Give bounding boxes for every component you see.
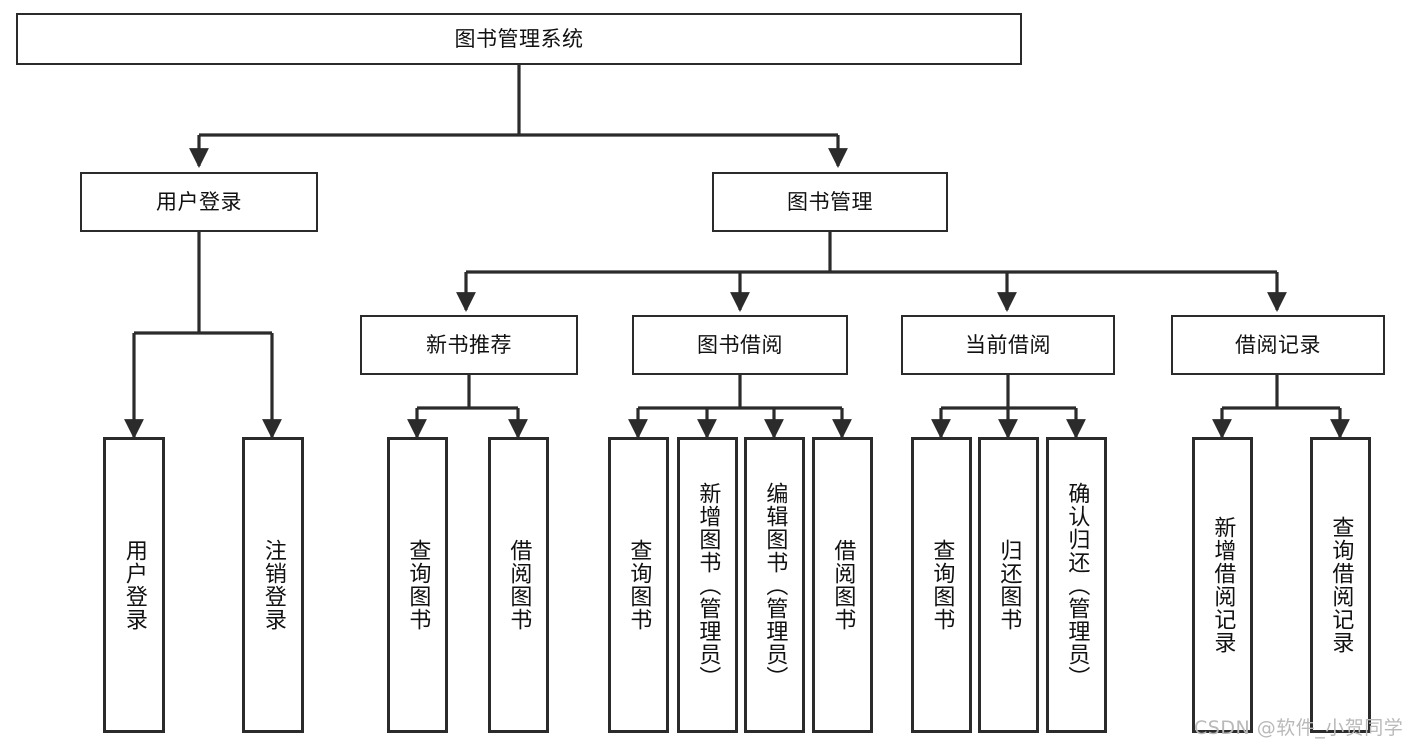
leaf-add-book[interactable]: 新增图书（管理员） [677,437,738,733]
node-book-borrow-label: 图书借阅 [697,332,783,357]
leaf-user-logout[interactable]: 注销登录 [242,437,304,733]
leaf-query-book-3-label: 查询图书 [929,539,955,631]
leaf-confirm-return-label: 确认归还（管理员） [1064,481,1090,689]
leaf-add-record[interactable]: 新增借阅记录 [1192,437,1253,733]
leaf-borrow-book-1-label: 借阅图书 [506,539,532,631]
leaf-return-book[interactable]: 归还图书 [978,437,1039,733]
leaf-query-record-label: 查询借阅记录 [1328,516,1354,654]
leaf-user-login-label: 用户登录 [121,539,147,631]
node-root-label: 图书管理系统 [454,26,584,51]
node-book-borrow[interactable]: 图书借阅 [632,315,848,375]
node-new-book-rec[interactable]: 新书推荐 [360,315,578,375]
node-current-borrow[interactable]: 当前借阅 [901,315,1115,375]
leaf-user-login[interactable]: 用户登录 [103,437,165,733]
node-root[interactable]: 图书管理系统 [16,13,1022,65]
leaf-confirm-return[interactable]: 确认归还（管理员） [1046,437,1107,733]
leaf-add-book-label: 新增图书（管理员） [695,481,721,689]
leaf-borrow-book-2[interactable]: 借阅图书 [812,437,873,733]
leaf-edit-book-label: 编辑图书（管理员） [762,481,788,689]
node-book-manage-label: 图书管理 [787,189,873,214]
node-borrow-record-label: 借阅记录 [1235,332,1321,357]
leaf-add-record-label: 新增借阅记录 [1210,516,1236,654]
leaf-query-book-2-label: 查询图书 [626,539,652,631]
leaf-query-record[interactable]: 查询借阅记录 [1310,437,1371,733]
node-new-book-rec-label: 新书推荐 [426,332,512,357]
leaf-user-logout-label: 注销登录 [260,539,286,631]
leaf-borrow-book-2-label: 借阅图书 [830,539,856,631]
leaf-query-book-3[interactable]: 查询图书 [911,437,972,733]
leaf-query-book-2[interactable]: 查询图书 [608,437,669,733]
node-current-borrow-label: 当前借阅 [965,332,1051,357]
leaf-query-book-1[interactable]: 查询图书 [387,437,448,733]
leaf-borrow-book-1[interactable]: 借阅图书 [488,437,549,733]
node-borrow-record[interactable]: 借阅记录 [1171,315,1385,375]
leaf-edit-book[interactable]: 编辑图书（管理员） [744,437,805,733]
watermark-text: CSDN @软件_小贺同学 [1194,717,1404,739]
node-user-login-label: 用户登录 [156,189,242,214]
leaf-return-book-label: 归还图书 [996,539,1022,631]
leaf-query-book-1-label: 查询图书 [405,539,431,631]
node-user-login[interactable]: 用户登录 [80,172,318,232]
node-book-manage[interactable]: 图书管理 [712,172,948,232]
